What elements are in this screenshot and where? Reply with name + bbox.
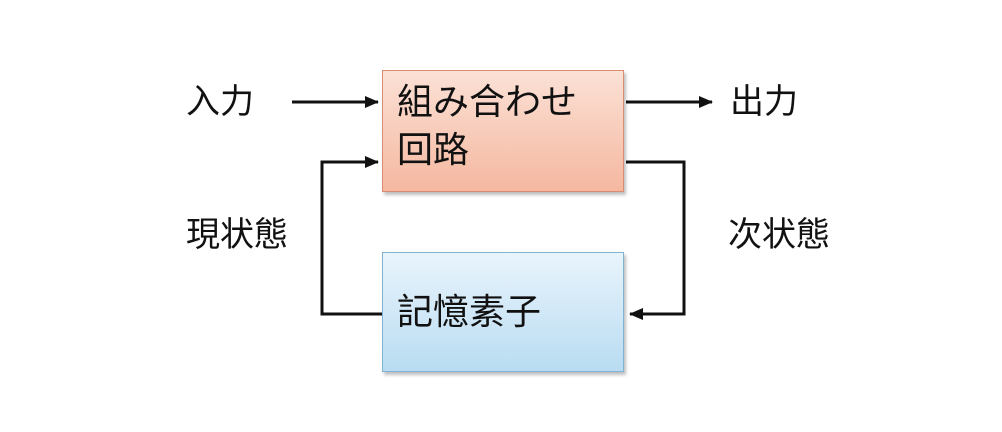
memory-element-box: 記憶素子 (382, 252, 624, 372)
output-label: 出力 (730, 82, 798, 122)
current-state-arrow (320, 156, 382, 316)
combinational-circuit-line2: 回路 (397, 130, 470, 171)
next-state-arrow (626, 160, 686, 320)
next-state-label: 次状態 (728, 215, 830, 255)
memory-element-text: 記憶素子 (397, 292, 542, 333)
combinational-circuit-box: 組み合わせ 回路 (382, 70, 624, 192)
input-label: 入力 (186, 82, 254, 122)
current-state-label: 現状態 (186, 215, 288, 255)
combinational-circuit-line1: 組み合わせ (397, 82, 578, 123)
combinational-circuit-text: 組み合わせ 回路 (397, 79, 577, 175)
